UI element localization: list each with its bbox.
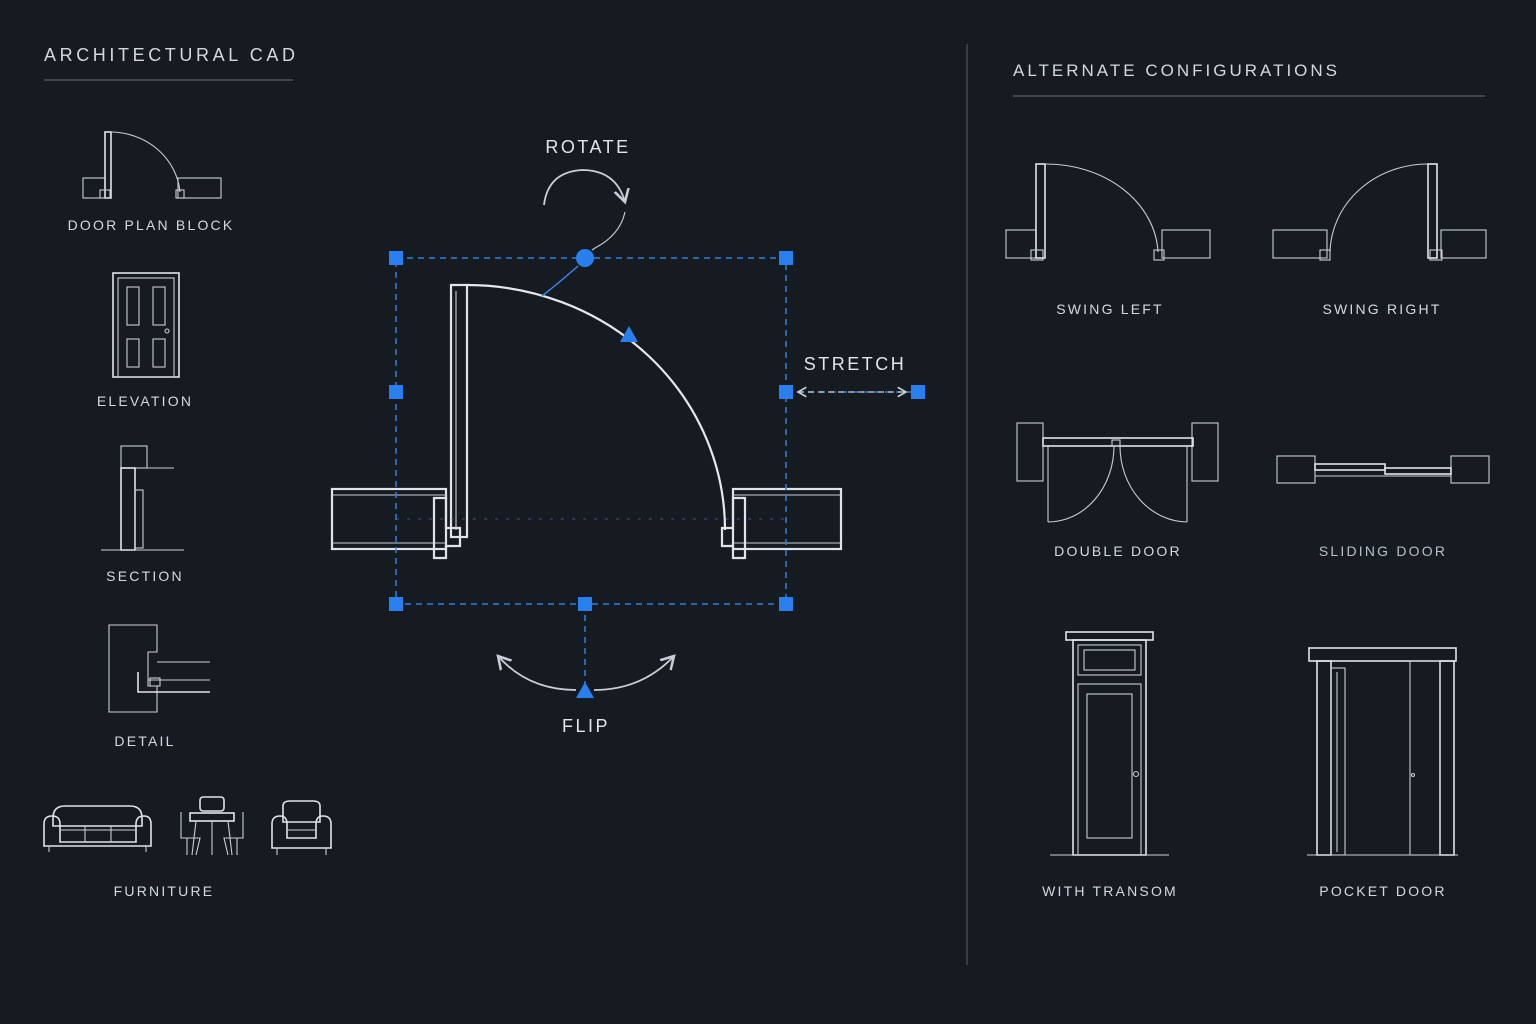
grip-top-right bbox=[779, 251, 793, 265]
grip-top-left bbox=[389, 251, 403, 265]
library-item-detail[interactable]: DETAIL bbox=[114, 733, 176, 749]
alt-pocket-door[interactable]: POCKET DOOR bbox=[1319, 883, 1447, 899]
alt-swing-left[interactable]: SWING LEFT bbox=[1056, 301, 1164, 317]
furniture-icon[interactable] bbox=[43, 796, 332, 856]
grip-mid-left bbox=[389, 385, 403, 399]
alt-with-transom[interactable]: WITH TRANSOM bbox=[1042, 883, 1178, 899]
library-item-section[interactable]: SECTION bbox=[106, 568, 184, 584]
jamb-left bbox=[432, 496, 462, 560]
arc-grip bbox=[620, 326, 638, 342]
library-item-door-plan-block[interactable]: DOOR PLAN BLOCK bbox=[67, 217, 235, 233]
wall-left bbox=[330, 487, 448, 551]
stretch-grip bbox=[911, 385, 925, 399]
alternates-heading: ALTERNATE CONFIGURATIONS bbox=[1013, 61, 1341, 80]
rotate-grip bbox=[576, 249, 594, 267]
alt-double-door[interactable]: DOUBLE DOOR bbox=[1054, 543, 1182, 559]
main-door-block[interactable] bbox=[330, 283, 843, 560]
door-elevation-icon[interactable] bbox=[112, 272, 180, 378]
flip-grip bbox=[576, 682, 594, 698]
library-item-furniture[interactable]: FURNITURE bbox=[113, 883, 215, 899]
library-item-elevation[interactable]: ELEVATION bbox=[96, 393, 194, 409]
grip-mid-right bbox=[779, 385, 793, 399]
flip-arrow-icon bbox=[498, 656, 674, 691]
pocket-door-icon[interactable] bbox=[1307, 647, 1458, 856]
rotate-label: ROTATE bbox=[545, 137, 631, 157]
door-section-icon[interactable] bbox=[101, 445, 184, 551]
grip-bottom-right bbox=[779, 597, 793, 611]
grip-bottom-left bbox=[389, 597, 403, 611]
transom-door-icon[interactable] bbox=[1050, 631, 1169, 856]
library-heading: ARCHITECTURAL CAD bbox=[44, 45, 299, 65]
stretch-label: STRETCH bbox=[803, 354, 907, 374]
selection-box[interactable] bbox=[395, 257, 912, 686]
alt-sliding-door[interactable]: SLIDING DOOR bbox=[1318, 543, 1448, 559]
door-detail-icon[interactable] bbox=[108, 624, 210, 713]
grip-bottom-mid bbox=[578, 597, 592, 611]
alt-swing-right[interactable]: SWING RIGHT bbox=[1322, 301, 1442, 317]
jamb-right bbox=[720, 496, 747, 560]
door-plan-icon[interactable] bbox=[82, 131, 222, 199]
door-leaf bbox=[449, 283, 469, 539]
sliding-door-icon[interactable] bbox=[1276, 455, 1490, 484]
swing-right-door-icon[interactable] bbox=[1272, 163, 1487, 261]
rotate-arrow-icon bbox=[541, 169, 625, 297]
double-door-icon[interactable] bbox=[1016, 422, 1219, 523]
swing-left-door-icon[interactable] bbox=[1005, 163, 1211, 261]
grip-handles[interactable] bbox=[389, 249, 925, 698]
door-swing-arc bbox=[466, 283, 727, 531]
flip-label: FLIP bbox=[561, 716, 611, 736]
